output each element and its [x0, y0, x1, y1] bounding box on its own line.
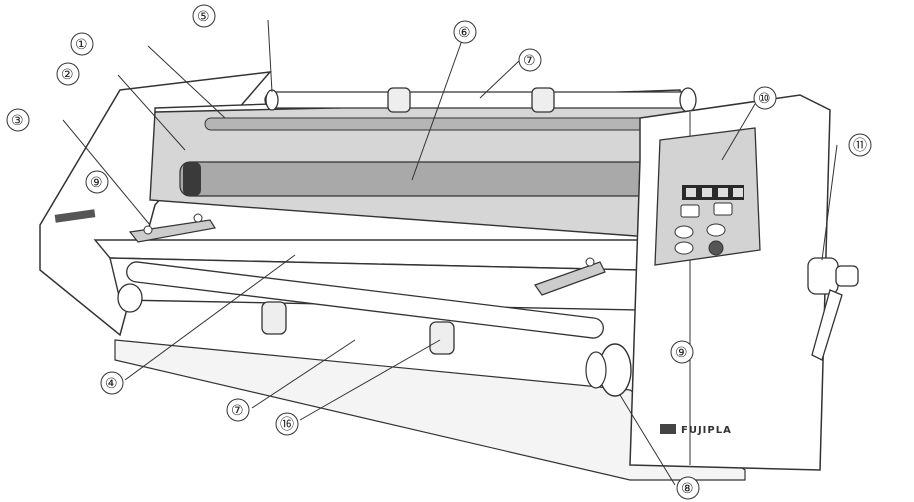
callout-16-circle [275, 412, 299, 436]
roll-end-cap [183, 162, 201, 196]
crank-knob [835, 265, 859, 287]
main-film-roll [179, 161, 681, 197]
callout-9a: ⑨ [90, 175, 103, 191]
brand-logo-icon [660, 424, 676, 434]
leader-lines [62, 19, 838, 486]
callout-5-circle [192, 4, 216, 28]
display-window [682, 185, 744, 200]
callout-16: ⑯ [280, 417, 294, 433]
callout-10-circle [753, 86, 777, 110]
callout-7b: ⑦ [231, 403, 244, 419]
left-feed-guide [128, 219, 216, 243]
crank-hub [807, 257, 839, 295]
rewind-hub [585, 351, 607, 389]
panel-button-1 [674, 225, 694, 239]
right-feed-guide [534, 261, 606, 296]
display-digit-4 [733, 188, 743, 197]
callout-7a-circle [518, 48, 542, 72]
left-badge-icon [54, 209, 96, 223]
up-arrow-icon [713, 202, 733, 216]
callout-8: ⑧ [681, 481, 694, 497]
callout-3-circle [6, 108, 30, 132]
callout-1-circle [70, 32, 94, 56]
panel-button-3 [674, 241, 694, 255]
callout-11-circle [848, 133, 872, 157]
callout-5: ⑤ [197, 9, 210, 25]
base-plate [114, 339, 746, 481]
crank-handle [811, 289, 843, 361]
power-button-icon [708, 240, 724, 256]
callout-4-circle [100, 371, 124, 395]
callout-11: ⑪ [853, 138, 867, 154]
display-digit-2 [702, 188, 712, 197]
callout-2-circle [56, 62, 80, 86]
callout-2: ② [61, 67, 74, 83]
lower-collar-right [429, 321, 455, 355]
brand-name: FUJIPLA [681, 425, 732, 436]
callout-1: ① [75, 37, 88, 53]
callout-9a-circle [85, 170, 109, 194]
callouts: ⑤ ① ② ③ ⑥ ⑦ ⑨ ⑩ ⑪ ⑨ ④ ⑦ ⑯ ⑧ [6, 4, 872, 500]
callout-4: ④ [105, 376, 118, 392]
callout-6-circle [453, 20, 477, 44]
display-digit-3 [718, 188, 728, 197]
lower-shaft-end-left [117, 283, 143, 313]
top-collar-left [387, 87, 411, 113]
top-shaft-end-right [679, 87, 697, 113]
callout-6: ⑥ [458, 25, 471, 41]
left-guide-knob-2 [193, 213, 203, 223]
upper-small-roll [204, 117, 686, 131]
callout-10: ⑩ [758, 91, 771, 107]
display-digit-1 [686, 188, 696, 197]
callout-7a: ⑦ [523, 53, 536, 69]
top-supply-shaft [264, 91, 696, 109]
top-collar-right [531, 87, 555, 113]
callout-9b: ⑨ [675, 345, 688, 361]
lower-collar-left [261, 301, 287, 335]
lower-supply-shaft [126, 261, 604, 339]
callout-7b-circle [226, 398, 250, 422]
callout-8-circle [676, 476, 700, 500]
down-arrow-icon [680, 204, 700, 218]
callout-9b-circle [670, 340, 694, 364]
right-guide-knob [585, 257, 595, 267]
shaft-end-5 [265, 89, 279, 111]
callout-3: ③ [11, 113, 24, 129]
panel-button-2 [706, 223, 726, 237]
left-guide-knob [143, 225, 153, 235]
